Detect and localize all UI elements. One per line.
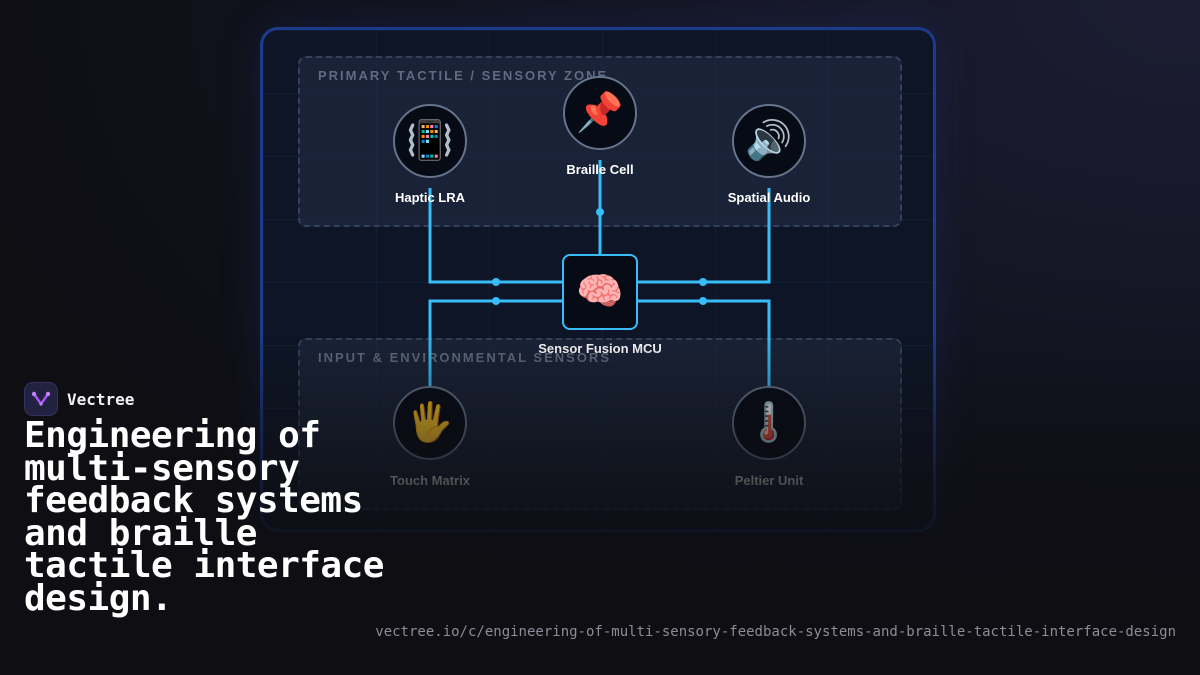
speaker-icon: 🔊 [745,120,793,162]
peltier-node: 🌡️ [732,386,806,460]
vectree-logo-icon [24,382,58,416]
hand-icon: 🖐️ [406,402,454,444]
article-url[interactable]: vectree.io/c/engineering-of-multi-sensor… [375,624,1176,640]
haptic-label: Haptic LRA [394,190,466,205]
braille-label: Braille Cell [566,162,634,177]
touch-label: Touch Matrix [390,473,470,488]
wire-dot [699,297,707,305]
haptic-node: 📳 [393,104,467,178]
wire-dot [596,208,604,216]
thermometer-icon: 🌡️ [745,402,793,444]
brain-icon: 🧠 [576,271,624,313]
pushpin-icon: 📌 [576,92,624,134]
peltier-label: Peltier Unit [734,473,804,488]
primary-zone-title: PRIMARY TACTILE / SENSORY ZONE [318,68,609,83]
braille-node: 📌 [563,76,637,150]
vibration-icon: 📳 [406,120,454,162]
page-headline: Engineering of multi-sensory feedback sy… [24,415,384,619]
hub-node: 🧠 [562,254,638,330]
wire-dot [492,297,500,305]
hub-label: Sensor Fusion MCU [538,341,662,356]
brand: Vectree [24,382,134,416]
audio-label: Spatial Audio [727,190,811,205]
wire-dot [699,278,707,286]
touch-node: 🖐️ [393,386,467,460]
wire-audio [638,188,771,284]
audio-node: 🔊 [732,104,806,178]
brand-name: Vectree [67,389,135,409]
wire-dot [492,278,500,286]
wire-haptic [428,188,562,284]
